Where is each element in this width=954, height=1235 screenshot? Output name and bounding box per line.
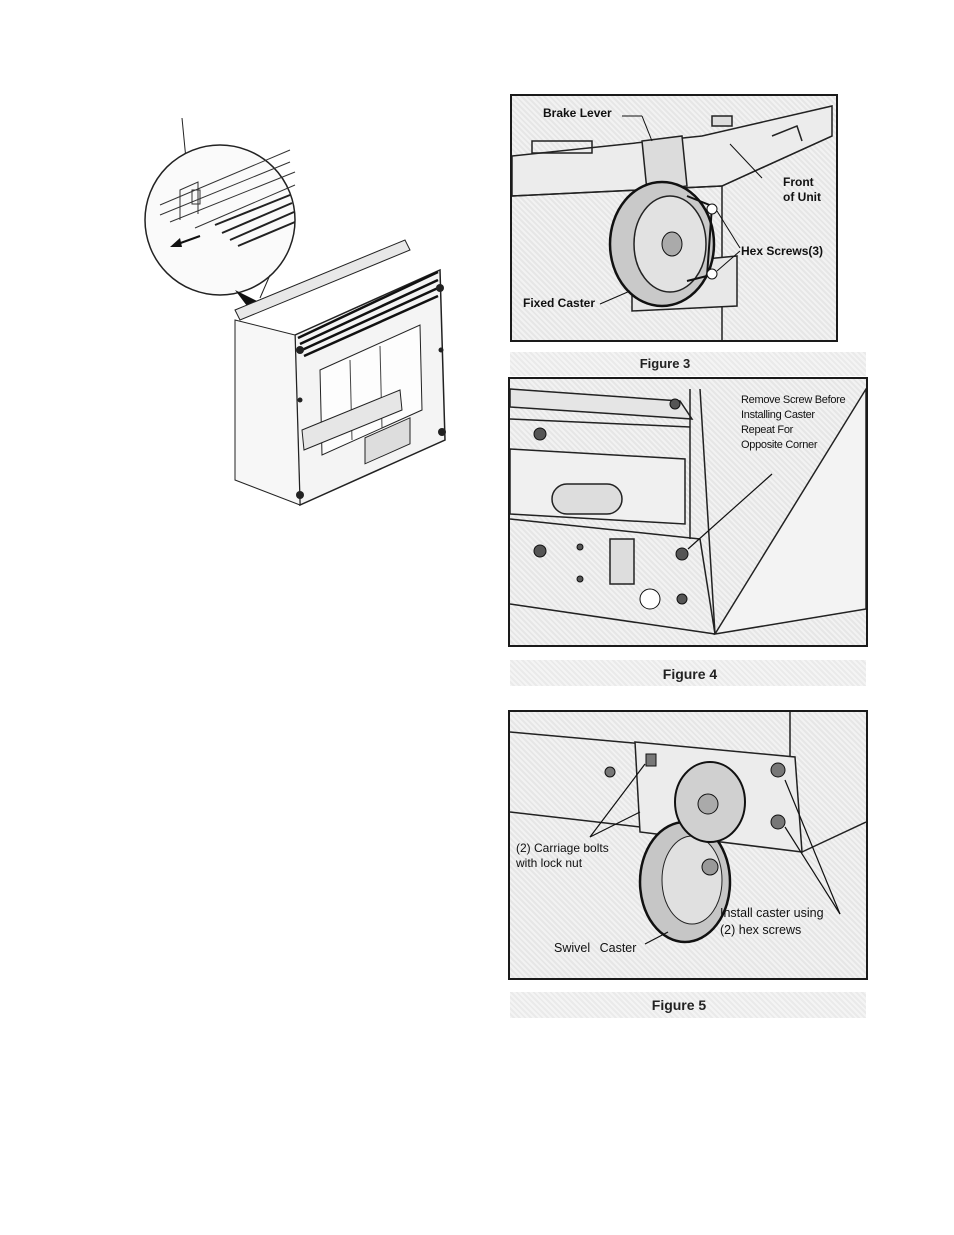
figure-4-note-line3: Repeat For — [741, 423, 793, 437]
install-caster-label-line1: Install caster using — [720, 905, 824, 922]
figure-4-note-line1: Remove Screw Before — [741, 393, 845, 407]
front-of-unit-label-line1: Front — [783, 175, 814, 189]
brake-lever-label: Brake Lever — [543, 106, 612, 120]
unit-illustration — [140, 110, 470, 520]
figure-4-caption: Figure 4 — [635, 666, 745, 682]
front-of-unit-label-line2: of Unit — [783, 190, 821, 204]
figure-3-caption: Figure 3 — [610, 356, 720, 371]
install-caster-label-line2: (2) hex screws — [720, 922, 801, 939]
unit-drawing — [140, 110, 470, 520]
swivel-caster-label: Swivel Caster — [554, 940, 636, 957]
figure-4-note-line4: Opposite Corner — [741, 438, 817, 452]
carriage-bolts-label-line2: with lock nut — [516, 855, 582, 872]
hex-screws-label: Hex Screws(3) — [741, 244, 823, 258]
figure-4-note-line2: Installing Caster — [741, 408, 815, 422]
figure-5-caption: Figure 5 — [624, 997, 734, 1013]
fixed-caster-label: Fixed Caster — [523, 296, 595, 310]
